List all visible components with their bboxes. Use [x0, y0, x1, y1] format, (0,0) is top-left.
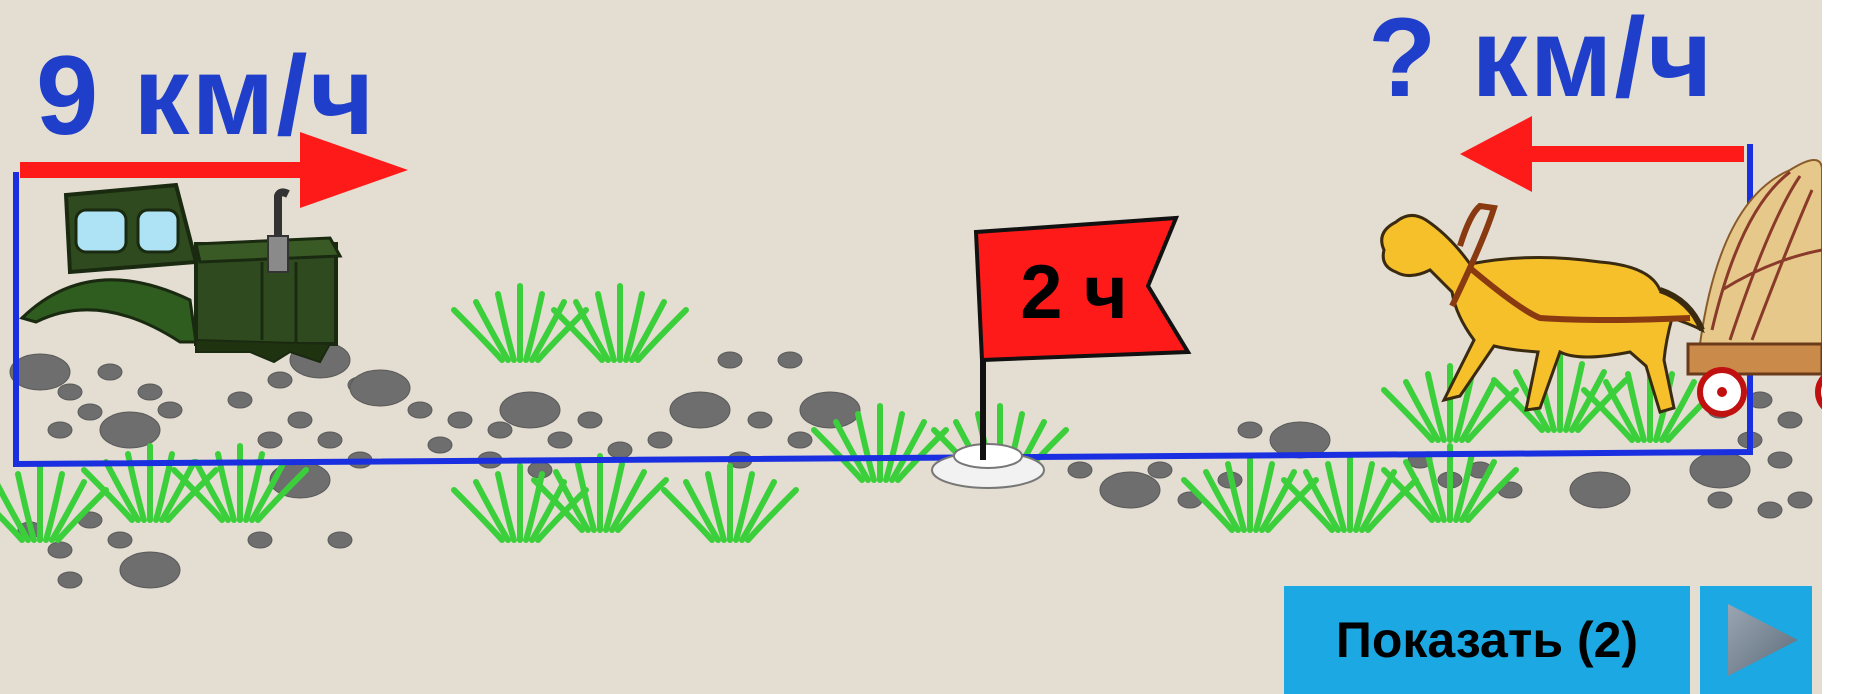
stone	[228, 392, 252, 408]
stone	[78, 404, 102, 420]
stone	[100, 412, 160, 448]
stone	[248, 532, 272, 548]
stone	[1768, 452, 1792, 468]
stone	[158, 402, 182, 418]
stone	[488, 422, 512, 438]
stone	[1100, 472, 1160, 508]
stone	[1788, 492, 1812, 508]
stone	[1570, 472, 1630, 508]
tractor-speed-label: 9 км/ч	[36, 40, 376, 152]
play-triangle-icon	[1700, 586, 1812, 694]
stone	[428, 437, 452, 453]
stone	[1708, 492, 1732, 508]
stone	[578, 412, 602, 428]
stone	[1690, 452, 1750, 488]
horse-speed-label: ? км/ч	[1368, 2, 1715, 114]
stone	[258, 432, 282, 448]
stone	[1148, 462, 1172, 478]
stone	[648, 432, 672, 448]
stone	[1758, 502, 1782, 518]
show-answer-button[interactable]: Показать (2)	[1284, 586, 1690, 694]
stone	[98, 364, 122, 380]
stone	[1778, 412, 1802, 428]
stone	[318, 432, 342, 448]
stone	[788, 432, 812, 448]
stone	[138, 384, 162, 400]
stone	[778, 352, 802, 368]
stone	[1068, 462, 1092, 478]
stone	[108, 532, 132, 548]
stone	[268, 372, 292, 388]
flag-icon: 2 ч	[932, 218, 1188, 488]
next-slide-button[interactable]	[1700, 586, 1812, 694]
stone	[800, 392, 860, 428]
tractor-icon	[22, 185, 340, 362]
stone	[1238, 422, 1262, 438]
stone	[120, 552, 180, 588]
stone	[448, 412, 472, 428]
stone	[608, 442, 632, 458]
stone	[58, 384, 82, 400]
stone	[718, 352, 742, 368]
stone	[48, 422, 72, 438]
flag-time-label: 2 ч	[1020, 250, 1128, 335]
stone	[48, 542, 72, 558]
stone	[58, 572, 82, 588]
stone	[408, 402, 432, 418]
stone	[328, 532, 352, 548]
horse-direction-arrow	[1460, 116, 1744, 192]
stone	[500, 392, 560, 428]
stone	[748, 412, 772, 428]
stone	[350, 370, 410, 406]
stone	[670, 392, 730, 428]
stone	[288, 412, 312, 428]
stone	[548, 432, 572, 448]
